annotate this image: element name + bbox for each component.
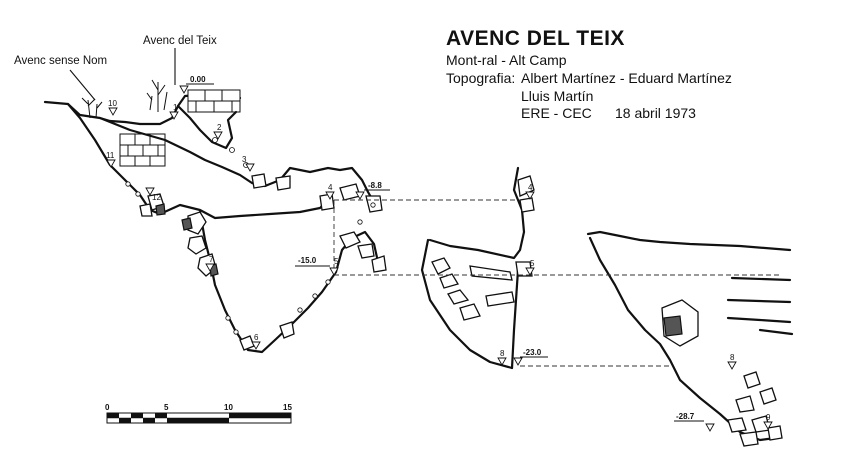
svg-text:3: 3 [242,155,247,164]
entrance-label-sense-nom: Avenc sense Nom [14,55,108,67]
cave-wall-shaft [176,104,238,150]
depth-marker: -15.0 [295,256,339,276]
svg-text:8: 8 [730,353,735,362]
scale-bar: 0 5 10 15 [105,403,292,424]
svg-text:-28.7: -28.7 [676,412,695,421]
middle-blocks [431,175,535,321]
svg-text:10: 10 [224,403,233,412]
svg-text:10: 10 [108,99,117,108]
station-marker: 3 [242,155,255,172]
station-marker: 4 [525,183,535,200]
svg-text:-8.8: -8.8 [368,181,382,190]
svg-text:-23.0: -23.0 [523,348,542,357]
svg-text:4: 4 [528,183,533,192]
station-marker: 5 [334,257,339,266]
depth-marker: -8.8 [355,181,390,200]
svg-text:2: 2 [217,123,222,132]
boulder-cluster [139,173,387,351]
station-marker: 9 [763,413,773,430]
svg-text:12: 12 [152,193,161,202]
svg-text:9: 9 [766,413,771,422]
depth-marker: 0.00 [179,75,214,94]
svg-text:5: 5 [334,257,339,266]
station-marker: 11 [106,151,116,168]
svg-text:5: 5 [164,403,169,412]
surface-line [43,92,242,126]
station-marker: 2 [213,123,223,140]
svg-text:8: 8 [500,349,505,358]
station-marker: 8 [727,353,737,370]
right-section-wall [588,236,777,442]
pebble-trail [125,137,376,335]
club-text: ERE - CEC [521,105,592,121]
surveyors-line-2: Lluis Martín [521,88,594,104]
right-boulders [661,299,783,447]
survey-date: 18 abril 1973 [615,105,696,121]
leader-line-sense-nom [69,69,96,101]
svg-text:15: 15 [283,403,292,412]
svg-text:7: 7 [209,255,214,264]
middle-section-lower [510,268,520,370]
station-marker: 7 [205,255,215,272]
depth-marker: -28.7 [674,412,715,432]
station-marker: 12 [145,187,161,202]
surveyors-line-1: Albert Martínez - Eduard Martínez [521,70,732,86]
station-marker: 4 [325,183,335,200]
survey-label: Topografia: [446,70,516,86]
svg-text:-15.0: -15.0 [298,256,317,265]
svg-text:11: 11 [106,151,115,160]
svg-text:5: 5 [530,259,535,268]
station-marker: 10 [108,99,118,116]
station-marker: 6 [251,333,261,350]
svg-text:6: 6 [254,333,259,342]
station-marker: 1 [169,103,179,120]
station-marker: 5 [525,259,535,276]
location-text: Mont-ral - Alt Camp [446,52,567,68]
tree-icon [81,79,168,119]
svg-text:4: 4 [328,183,333,192]
right-section-roof [586,230,792,252]
middle-section-left-wall [420,238,514,370]
svg-text:1: 1 [173,103,178,112]
cave-wall-floor [158,198,330,220]
masonry-wall [119,89,241,167]
right-section-ledge [726,276,794,336]
map-title: AVENC DEL TEIX [446,27,625,50]
station-marker: 8 [497,349,507,366]
svg-text:0.00: 0.00 [190,75,206,84]
entrance-label-teix: Avenc del Teix [143,35,217,47]
middle-section-right-wall [428,166,526,260]
depth-marker: -23.0 [513,348,548,366]
svg-text:0: 0 [105,403,110,412]
